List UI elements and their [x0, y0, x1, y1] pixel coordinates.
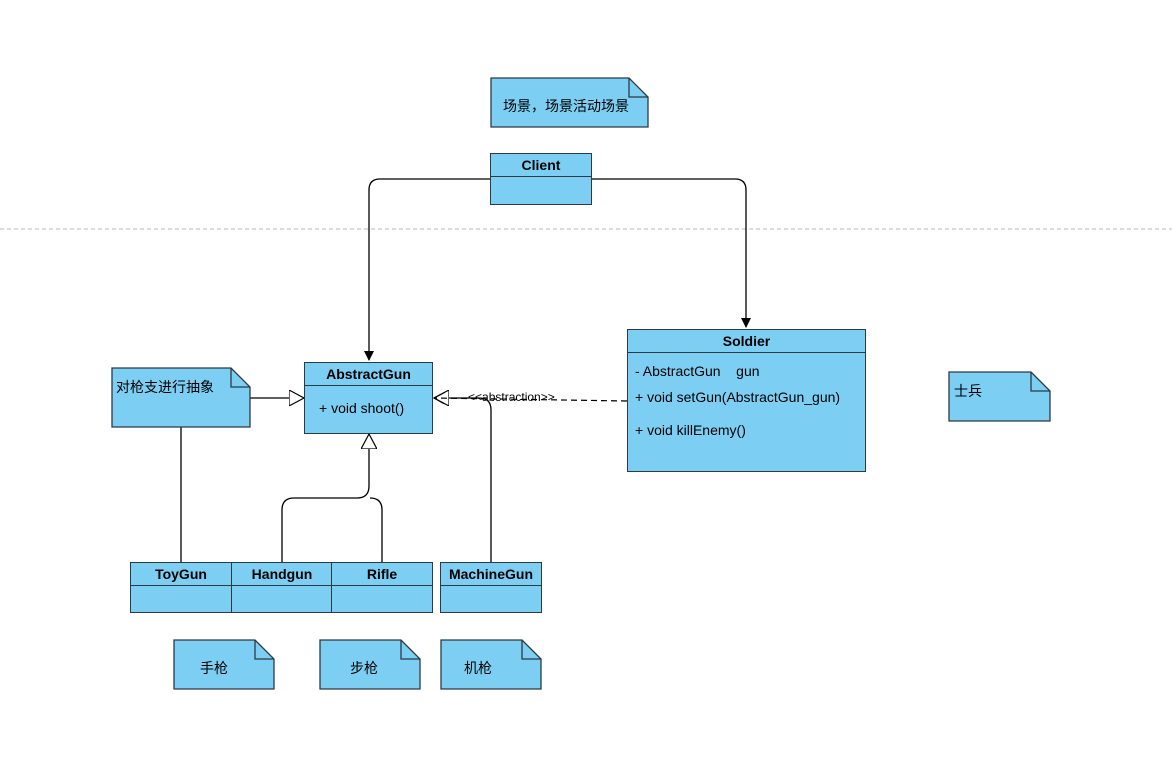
note-shape	[440, 639, 542, 690]
dependency-label: <<abstraction>>	[468, 390, 555, 404]
class-abstractgun-name: AbstractGun	[305, 363, 432, 386]
class-abstractgun[interactable]: AbstractGun + void shoot()	[304, 362, 433, 434]
member-killenemy: + void killEnemy()	[635, 422, 746, 438]
member-setgun: + void setGun(AbstractGun_gun)	[635, 389, 841, 405]
class-rifle[interactable]: Rifle	[331, 562, 433, 613]
edge-soldier-abstractgun-dependency	[434, 398, 628, 401]
note-shape	[173, 639, 275, 690]
note-rifle: 步枪	[319, 639, 421, 690]
note-handgun: 手枪	[173, 639, 275, 690]
note-handgun-text: 手枪	[200, 660, 228, 676]
note-scene-text: 场景，场景活动场景	[503, 98, 629, 114]
member-shoot: + void shoot()	[319, 400, 405, 416]
note-scene: 场景，场景活动场景	[490, 77, 649, 128]
class-handgun-name: Handgun	[232, 563, 332, 586]
note-shape	[319, 639, 421, 690]
class-machinegun-name: MachineGun	[441, 563, 541, 586]
class-soldier-name: Soldier	[628, 330, 865, 353]
class-soldier[interactable]: Soldier - AbstractGun gun + void setGun(…	[627, 329, 866, 472]
edge-machinegun-abstractgun	[434, 398, 492, 563]
class-rifle-name: Rifle	[332, 563, 432, 586]
edge-client-abstractgun	[364, 178, 491, 361]
class-toygun-name: ToyGun	[131, 563, 231, 586]
edge-handgun-abstractgun	[281, 434, 369, 563]
note-machinegun-text: 机枪	[464, 660, 492, 676]
edge-rifle-abstractgun	[369, 497, 383, 563]
class-machinegun[interactable]: MachineGun	[440, 562, 542, 613]
note-soldier: 士兵	[948, 371, 1051, 422]
class-client[interactable]: Client	[490, 153, 592, 205]
note-gun-abstraction-text: 对枪支进行抽象	[116, 379, 214, 395]
class-toygun[interactable]: ToyGun	[130, 562, 232, 613]
note-soldier-text: 士兵	[954, 383, 982, 399]
note-machinegun: 机枪	[440, 639, 542, 690]
class-handgun[interactable]: Handgun	[231, 562, 333, 613]
member-gun-field: - AbstractGun gun	[635, 363, 760, 379]
note-rifle-text: 步枪	[350, 660, 378, 676]
edge-client-soldier	[591, 178, 751, 328]
note-shape	[490, 77, 649, 128]
note-shape	[948, 371, 1051, 422]
class-client-name: Client	[491, 154, 591, 177]
note-gun-abstraction: 对枪支进行抽象	[111, 367, 251, 428]
note-shape	[111, 367, 251, 428]
